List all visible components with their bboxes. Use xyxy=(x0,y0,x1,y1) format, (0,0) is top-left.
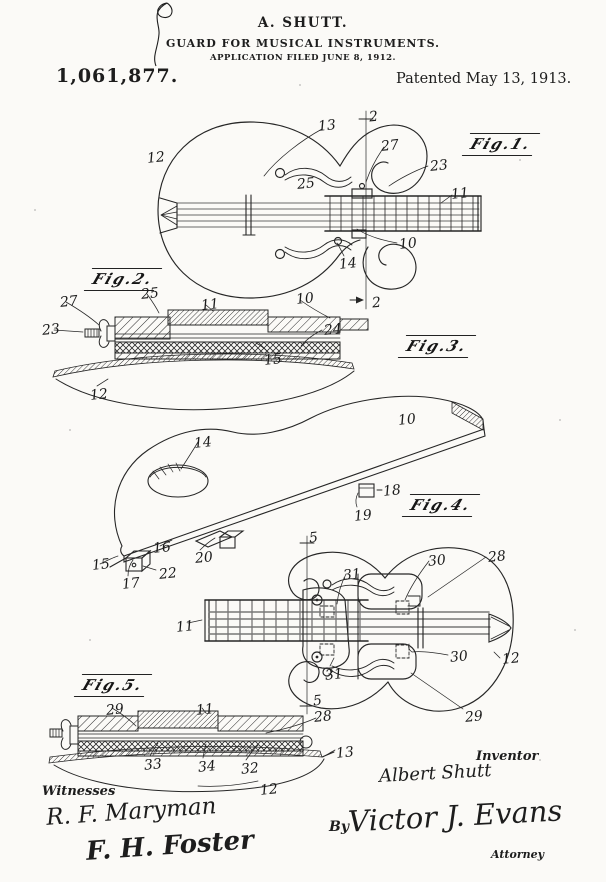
ref-numeral-fig5-12: 12 xyxy=(259,781,279,799)
ref-numeral-fig1-11: 11 xyxy=(450,185,470,203)
ref-numeral-fig1-25: 25 xyxy=(296,175,316,193)
ref-numeral-fig2-27: 27 xyxy=(59,293,79,311)
ref-numeral-fig1-13: 13 xyxy=(317,117,337,135)
ref-numeral-fig1-2: 2 xyxy=(371,294,382,312)
ref-numeral-fig3-18: 18 xyxy=(382,482,402,500)
by-label: By xyxy=(329,819,349,835)
ref-numeral-fig1-2: 2 xyxy=(368,108,379,126)
fig1-title: Fig.1. xyxy=(461,133,540,156)
scan-specks xyxy=(34,84,576,761)
attorney-label: Attorney xyxy=(491,848,545,861)
ref-numeral-fig5-34: 34 xyxy=(197,758,217,776)
ref-numeral-fig4-body-5: 5 xyxy=(312,692,323,710)
ref-numeral-fig2-25: 25 xyxy=(140,285,160,303)
ref-numeral-fig3-20: 20 xyxy=(194,549,214,567)
ref-numeral-fig2-10: 10 xyxy=(295,290,315,308)
fig3-drawing xyxy=(99,395,486,577)
ref-numeral-fig3-14: 14 xyxy=(193,434,213,452)
fig3-title: Fig.3. xyxy=(397,335,476,358)
fig1-drawing xyxy=(157,110,482,310)
fig5-title: Fig.5. xyxy=(73,674,152,697)
ref-numeral-fig4-body-31: 31 xyxy=(342,566,362,584)
ref-numeral-fig4-body-30: 30 xyxy=(449,648,469,666)
ref-numeral-fig2-15: 15 xyxy=(263,351,283,369)
ref-numeral-fig1-12: 12 xyxy=(146,149,166,167)
ref-numeral-fig3-16: 16 xyxy=(152,539,172,557)
ref-numeral-fig4-body-11: 11 xyxy=(175,618,195,636)
ref-numeral-fig3-19: 19 xyxy=(353,507,373,525)
ref-numeral-fig1-14: 14 xyxy=(338,255,358,273)
ref-numeral-fig2-12: 12 xyxy=(89,386,109,404)
header-inventor-name: A. SHUTT. xyxy=(257,15,349,31)
ref-numeral-fig5-32: 32 xyxy=(240,760,260,778)
ref-numeral-fig2-23: 23 xyxy=(41,321,61,339)
patent-number: 1,061,877. xyxy=(56,65,179,87)
witnesses-label: Witnesses xyxy=(42,784,116,799)
ref-numeral-fig5-13: 13 xyxy=(335,744,355,762)
fig2-drawing xyxy=(52,293,369,411)
ref-numeral-fig5-29: 29 xyxy=(105,701,125,719)
ref-numeral-fig4-body-12: 12 xyxy=(501,650,521,668)
ref-numeral-fig3-15: 15 xyxy=(91,556,111,574)
header-doc-title: GUARD FOR MUSICAL INSTRUMENTS. xyxy=(165,37,440,50)
ref-numeral-fig2-24: 24 xyxy=(323,321,343,339)
ref-numeral-fig1-10: 10 xyxy=(398,235,418,253)
ref-numeral-fig5-33: 33 xyxy=(143,756,163,774)
ref-numeral-fig4-body-31: 31 xyxy=(324,666,344,684)
ref-numeral-fig3-17: 17 xyxy=(121,575,141,593)
inventor-label: Inventor xyxy=(476,749,539,764)
ref-numeral-fig2-11: 11 xyxy=(200,296,220,314)
ref-numeral-fig4-body-29: 29 xyxy=(464,708,484,726)
ref-numeral-fig4-body-28: 28 xyxy=(487,548,507,566)
fig4-title: Fig.4. xyxy=(401,494,480,517)
ref-numeral-fig1-23: 23 xyxy=(429,157,449,175)
ref-numeral-fig4-body-5: 5 xyxy=(308,529,319,547)
ref-numeral-fig3-10: 10 xyxy=(397,411,417,429)
ref-numeral-fig5-11: 11 xyxy=(195,701,215,719)
fig5-drawing xyxy=(48,707,336,793)
fig4-body-drawing xyxy=(187,535,514,715)
ref-numeral-fig5-28: 28 xyxy=(313,708,333,726)
header-application-line: APPLICATION FILED JUNE 8, 1912. xyxy=(209,53,397,63)
ref-numeral-fig4-body-30: 30 xyxy=(427,552,447,570)
patented-date: Patented May 13, 1913. xyxy=(396,71,572,87)
pen-scribble-artifact xyxy=(154,2,173,67)
ref-numeral-fig1-27: 27 xyxy=(380,137,400,155)
ref-numeral-fig3-22: 22 xyxy=(158,565,178,583)
